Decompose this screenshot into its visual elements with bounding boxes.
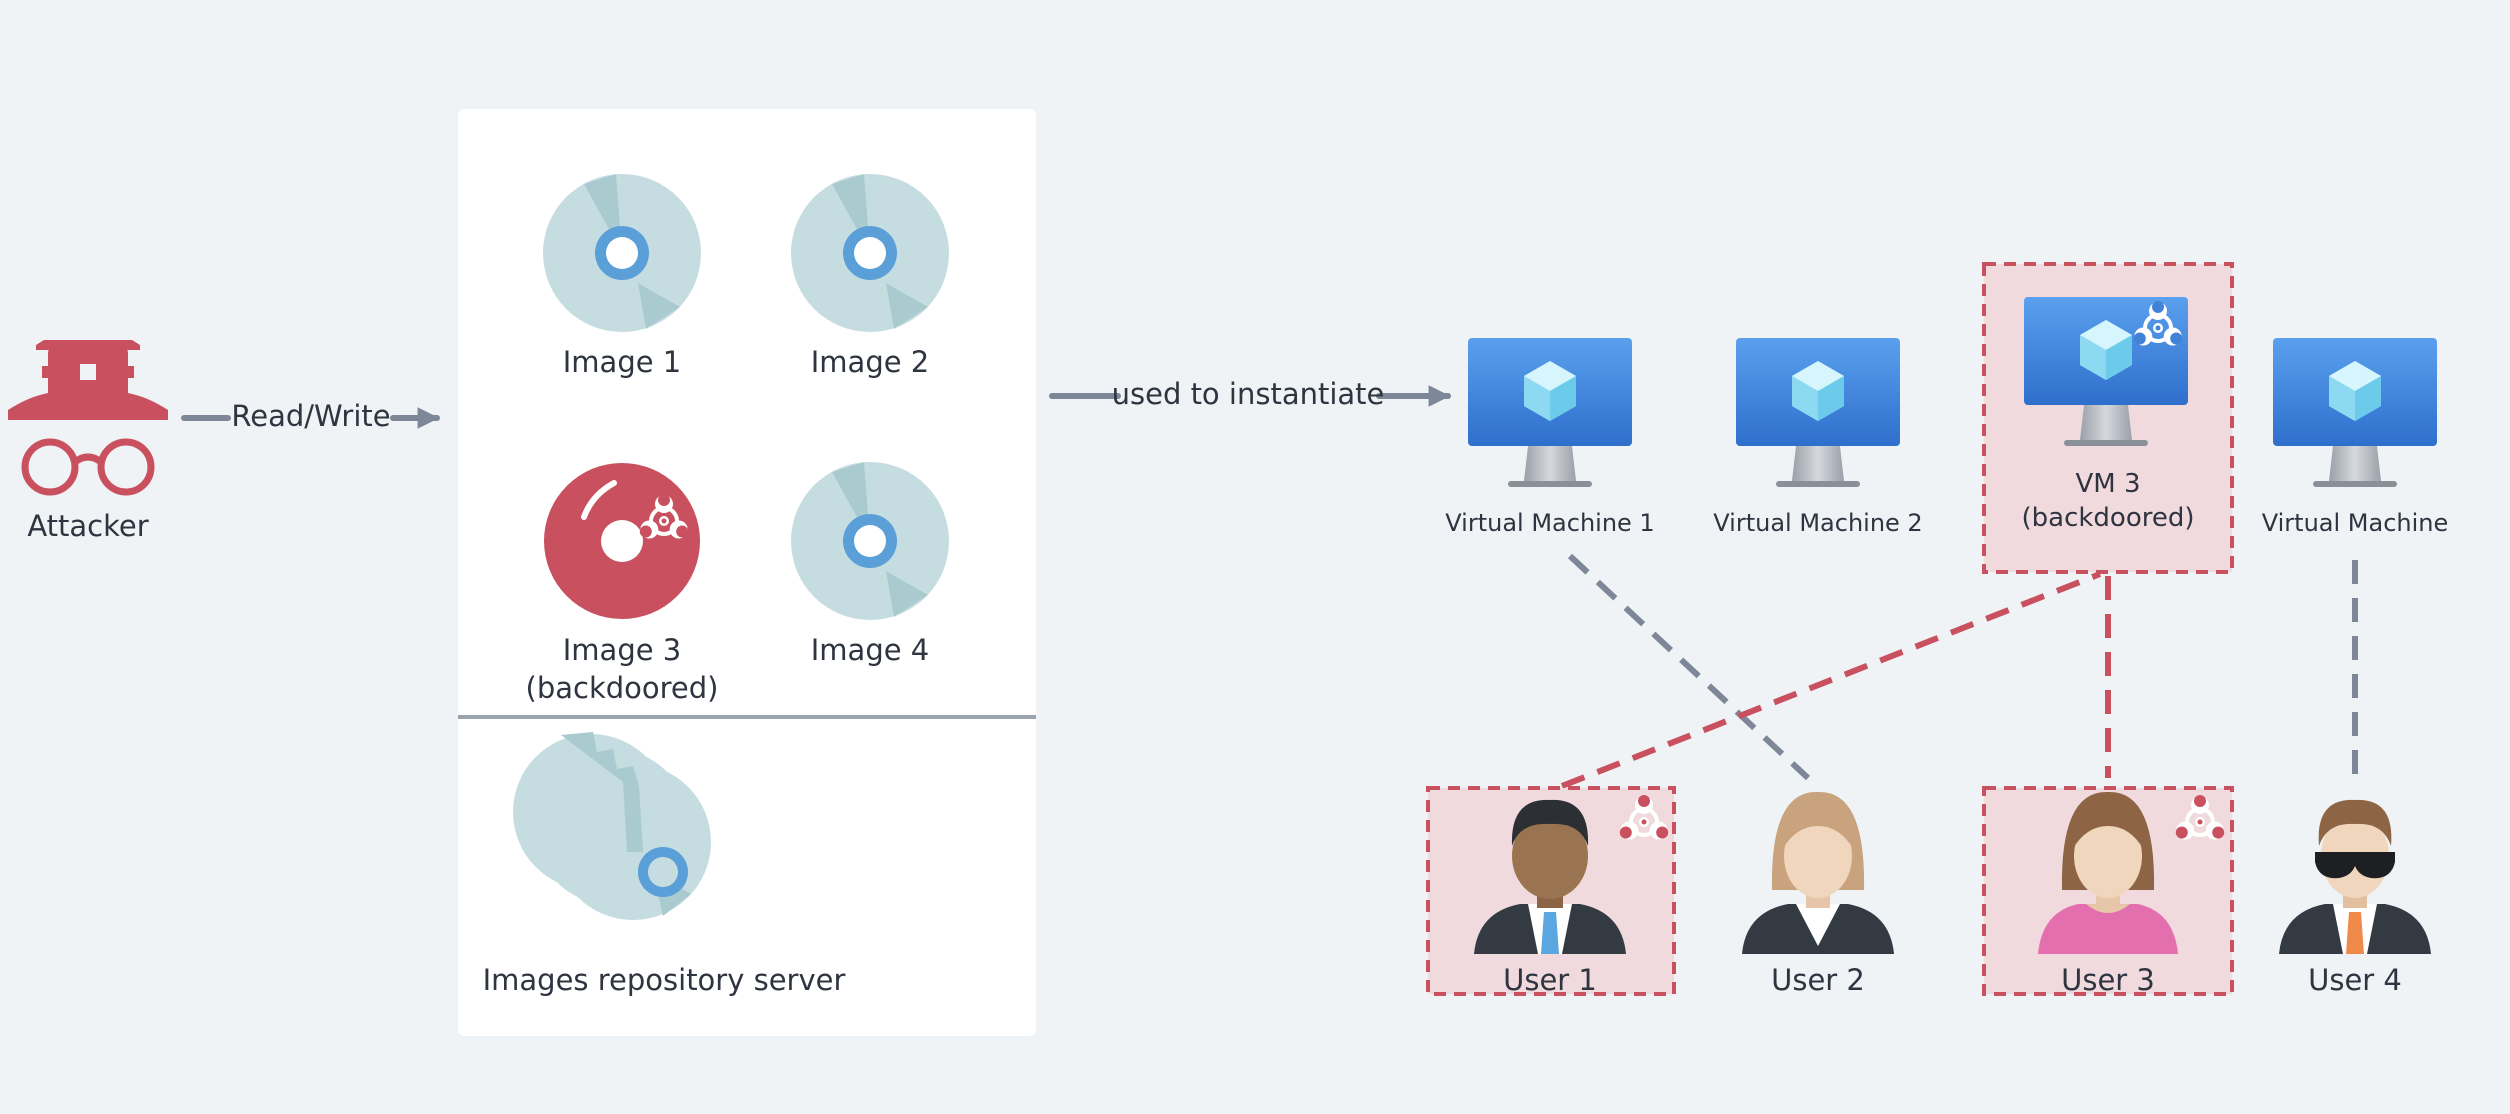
vm-2-monitor-icon[interactable] — [1736, 338, 1900, 487]
attacker-icon — [8, 340, 168, 496]
image-1-disc-icon[interactable] — [543, 174, 701, 332]
user-2-label: User 2 — [1771, 963, 1865, 997]
image-2-label: Image 2 — [810, 345, 930, 379]
vm1-user2-connection — [1567, 553, 1811, 781]
images-repository-server-label: Images repository server — [482, 963, 846, 997]
image-1-label: Image 1 — [562, 345, 682, 379]
image-3-backdoored-disc-icon[interactable] — [544, 463, 700, 619]
user-3-label: User 3 — [2061, 963, 2155, 997]
image-4-label: Image 4 — [810, 633, 930, 667]
image-3-label: Image 3 (backdoored) — [525, 633, 719, 705]
images-repository-server-icon[interactable] — [513, 732, 711, 920]
vm3-user1-connection — [1560, 571, 2102, 789]
vm-3-label: VM 3 (backdoored) — [2021, 469, 2195, 533]
attacker-label: Attacker — [27, 509, 149, 543]
image-2-disc-icon[interactable] — [791, 174, 949, 332]
vm-4-monitor-icon[interactable] — [2273, 338, 2437, 487]
user-2-avatar-icon[interactable] — [1742, 791, 1894, 954]
instantiate-edge-label: used to instantiate — [1111, 377, 1385, 411]
vm-1-monitor-icon[interactable] — [1468, 338, 1632, 487]
vm-4-label: Virtual Machine — [2261, 509, 2449, 537]
user-4-avatar-icon[interactable] — [2279, 799, 2431, 954]
vm-2-label: Virtual Machine 2 — [1713, 509, 1923, 537]
vm-1-label: Virtual Machine 1 — [1445, 509, 1655, 537]
user-1-label: User 1 — [1503, 963, 1597, 997]
user-3-avatar-icon[interactable] — [2038, 791, 2178, 954]
image-4-disc-icon[interactable] — [791, 462, 949, 620]
user-4-label: User 4 — [2308, 963, 2402, 997]
user-1-avatar-icon[interactable] — [1474, 799, 1626, 954]
read-write-edge-label: Read/Write — [231, 399, 391, 433]
